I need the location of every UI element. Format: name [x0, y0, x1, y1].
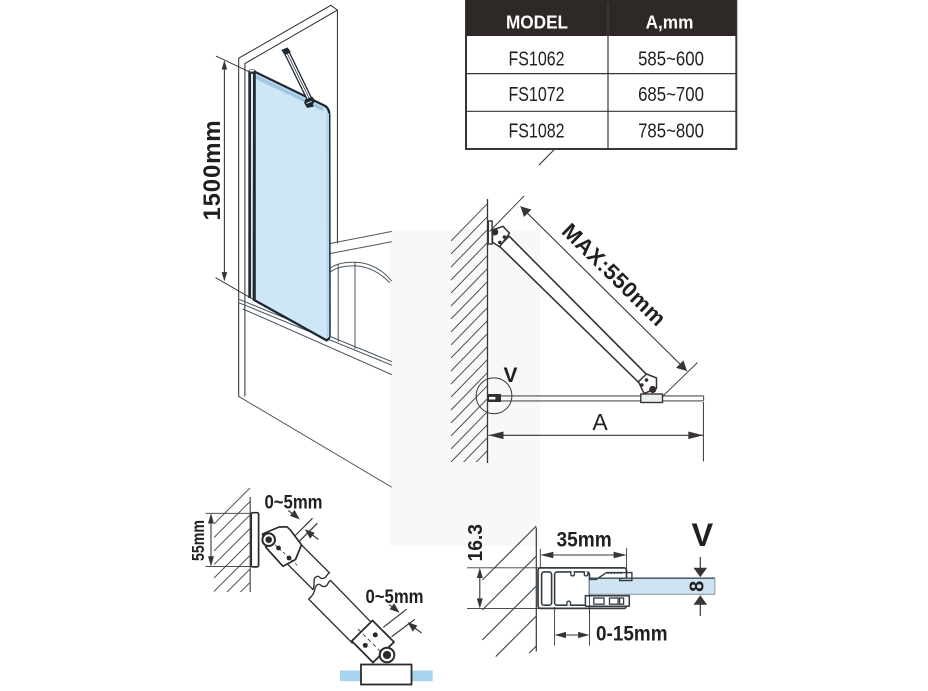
svg-text:V: V: [692, 517, 714, 553]
svg-text:55mm: 55mm: [190, 520, 209, 561]
svg-text:1500mm: 1500mm: [199, 120, 226, 221]
svg-text:V: V: [504, 364, 518, 387]
svg-text:685~700: 685~700: [638, 83, 704, 106]
svg-text:A: A: [592, 409, 608, 435]
svg-text:0-15mm: 0-15mm: [596, 622, 668, 645]
svg-text:585~600: 585~600: [638, 47, 704, 70]
svg-text:0~5mm: 0~5mm: [366, 586, 424, 607]
svg-text:0~5mm: 0~5mm: [265, 492, 323, 513]
svg-text:785~800: 785~800: [638, 119, 704, 142]
svg-text:FS1062: FS1062: [508, 48, 564, 70]
svg-text:FS1082: FS1082: [508, 120, 564, 142]
svg-text:MODEL: MODEL: [506, 12, 568, 33]
svg-text:A,mm: A,mm: [646, 12, 694, 33]
svg-text:16.3: 16.3: [464, 524, 487, 561]
svg-text:8: 8: [687, 581, 709, 592]
svg-text:FS1072: FS1072: [508, 83, 564, 105]
svg-text:35mm: 35mm: [557, 529, 612, 552]
